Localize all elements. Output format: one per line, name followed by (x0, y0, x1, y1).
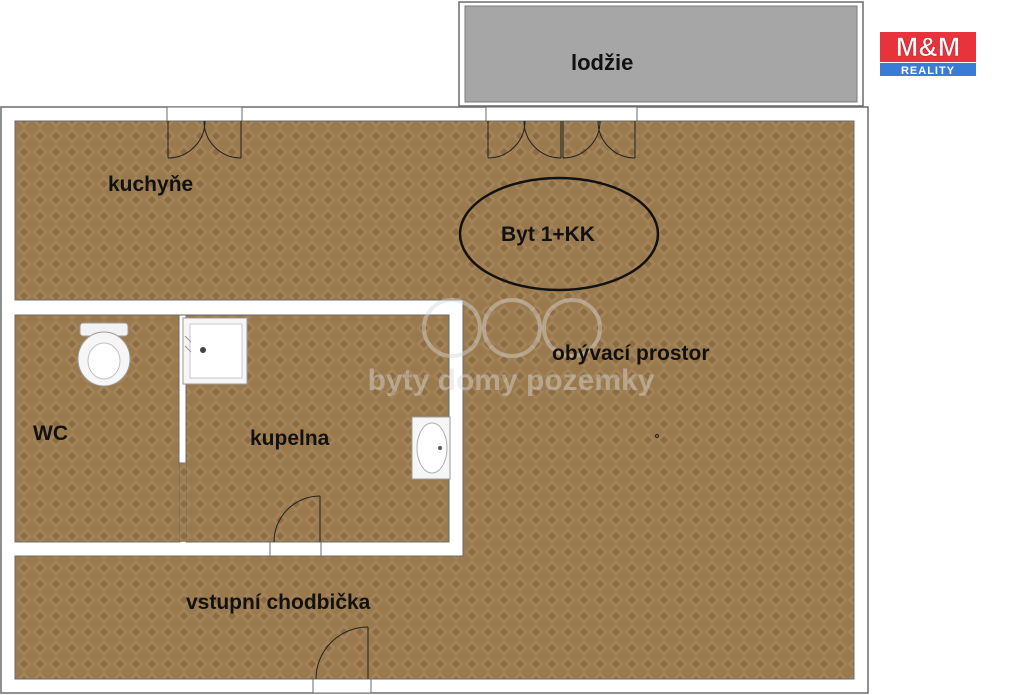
room-label-living: obývací prostor (552, 342, 710, 365)
toilet-icon (77, 322, 131, 387)
bathroom-door (273, 495, 321, 543)
sink-icon (411, 416, 451, 480)
kitchen-double-door (167, 120, 242, 159)
doors (166, 106, 638, 694)
balcony-door-right (562, 120, 636, 159)
logo-subtitle-text: REALITY (901, 65, 955, 77)
room-label-kitchen: kuchyňe (108, 173, 193, 196)
floor-areas (14, 120, 855, 680)
watermark-text: byty domy pozemky (368, 364, 655, 397)
brand-logo: M&M REALITY (880, 32, 976, 77)
room-label-balcony: lodžie (571, 50, 633, 75)
apartment-type-label: Byt 1+KK (501, 223, 595, 246)
room-label-wc: WC (33, 422, 68, 445)
shower-tray-icon (182, 317, 248, 385)
apartment-type-badge: Byt 1+KK (458, 176, 660, 292)
marker-dot (655, 434, 659, 438)
entrance-door (315, 626, 369, 680)
watermark: byty domy pozemky (368, 298, 655, 397)
room-label-bathroom: kupelna (250, 427, 330, 450)
balcony (458, 1, 864, 107)
room-label-hallway: vstupní chodbička (186, 591, 371, 614)
balcony-door-left (487, 120, 562, 159)
logo-brand-text: M&M (896, 32, 960, 62)
